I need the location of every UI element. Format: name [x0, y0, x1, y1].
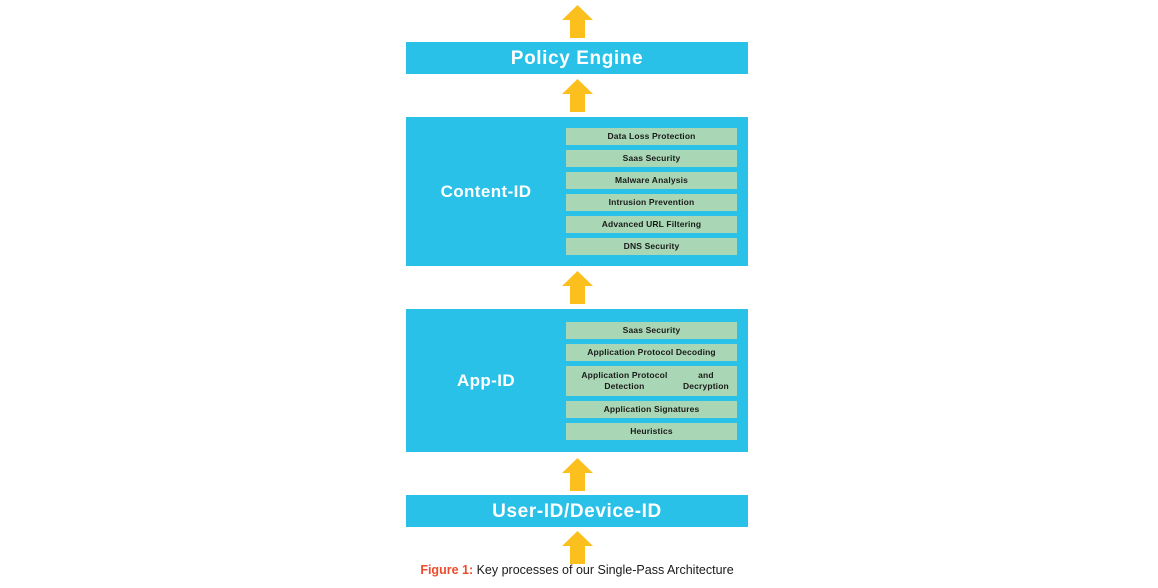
list-item[interactable]: Application Protocol Detection and Decry…: [566, 365, 737, 396]
figure-caption-label: Figure 1:: [420, 563, 474, 577]
stage-app-id-items: Saas Security Application Protocol Decod…: [566, 321, 748, 440]
stage-policy-engine[interactable]: Policy Engine: [406, 42, 748, 74]
stage-content-id-items: Data Loss Protection Saas Security Malwa…: [566, 128, 748, 255]
stage-user-id-device-id-label: User-ID/Device-ID: [492, 500, 662, 522]
flow-column: Policy Engine Content-ID Data Loss Prote…: [406, 0, 748, 588]
list-item[interactable]: Application Protocol Decoding: [566, 343, 737, 361]
arrow-up-icon-bottom: [561, 531, 593, 564]
list-item[interactable]: Advanced URL Filtering: [566, 216, 737, 233]
list-item[interactable]: DNS Security: [566, 238, 737, 255]
stage-content-id-title: Content-ID: [440, 182, 532, 201]
figure-caption: Figure 1: Key processes of our Single-Pa…: [406, 563, 748, 578]
stage-content-id[interactable]: Content-ID Data Loss Protection Saas Sec…: [406, 117, 748, 266]
list-item-line-2: and Decryption: [682, 369, 729, 391]
stage-policy-engine-label: Policy Engine: [510, 47, 644, 69]
arrow-up-icon-app-to-userid: [561, 458, 593, 491]
list-item[interactable]: Saas Security: [566, 321, 737, 339]
arrow-up-icon-content-to-app: [561, 271, 593, 304]
arrow-up-icon-policy-to-content: [561, 79, 593, 112]
list-item[interactable]: Saas Security: [566, 150, 737, 167]
list-item[interactable]: Malware Analysis: [566, 172, 737, 189]
list-item[interactable]: Heuristics: [566, 422, 737, 440]
stage-user-id-device-id[interactable]: User-ID/Device-ID: [406, 495, 748, 527]
figure-caption-text: Key processes of our Single-Pass Archite…: [473, 563, 734, 577]
list-item[interactable]: Data Loss Protection: [566, 128, 737, 145]
stage-app-id-title: App-ID: [456, 371, 516, 390]
stage-app-id[interactable]: App-ID Saas Security Application Protoco…: [406, 309, 748, 452]
list-item-line-1: Application Protocol Detection: [581, 369, 668, 391]
list-item[interactable]: Application Signatures: [566, 400, 737, 418]
arrow-up-icon-top: [561, 5, 593, 38]
list-item[interactable]: Intrusion Prevention: [566, 194, 737, 211]
